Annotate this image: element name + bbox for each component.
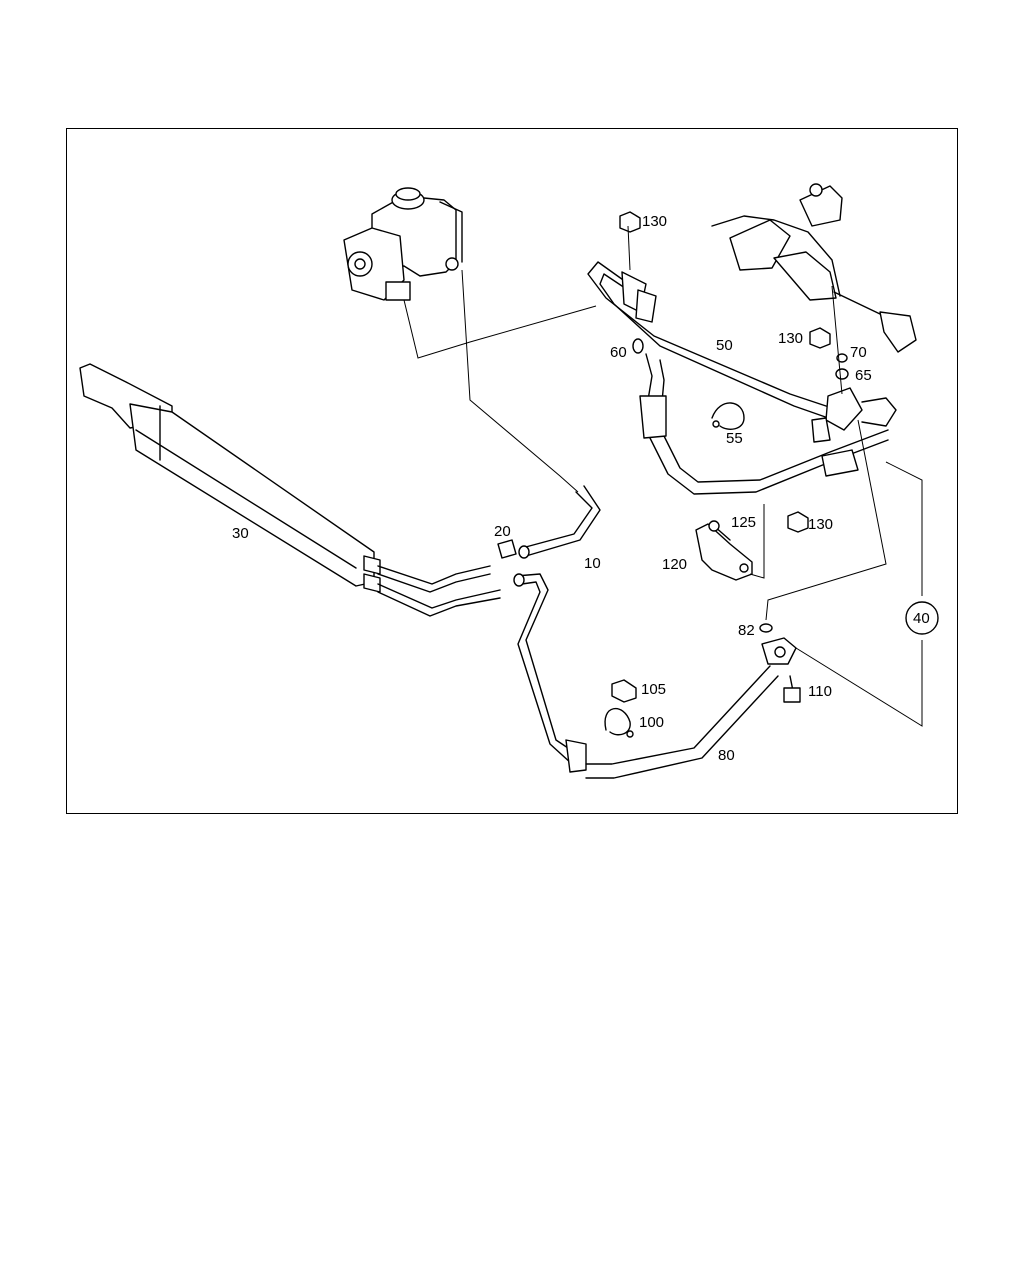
callout-10: 10 xyxy=(584,555,601,572)
callout-130-mid: 130 xyxy=(778,330,803,347)
power-steering-pump xyxy=(343,187,463,301)
callout-82: 82 xyxy=(738,622,755,639)
callout-80: 80 xyxy=(718,747,735,764)
seal-ring-70 xyxy=(836,353,848,363)
callout-130-low: 130 xyxy=(808,516,833,533)
diagram-frame xyxy=(66,128,958,814)
callout-40: 40 xyxy=(913,610,930,627)
callout-60: 60 xyxy=(610,344,627,361)
callout-125: 125 xyxy=(731,514,756,531)
bracket-120 xyxy=(695,523,753,581)
bolt-110 xyxy=(783,675,801,703)
seal-ring-82 xyxy=(759,623,773,633)
oil-cooler xyxy=(79,363,381,593)
bolt-125 xyxy=(708,520,731,541)
callout-30: 30 xyxy=(232,525,249,542)
clamp-100 xyxy=(604,707,634,738)
nut-130-mid xyxy=(809,327,831,349)
callout-50: 50 xyxy=(716,337,733,354)
callout-55: 55 xyxy=(726,430,743,447)
callout-120: 120 xyxy=(662,556,687,573)
cooler-pipes xyxy=(377,565,501,617)
seal-ring-60 xyxy=(632,338,644,354)
callout-65: 65 xyxy=(855,367,872,384)
return-hose xyxy=(497,485,601,559)
callout-130-top: 130 xyxy=(642,213,667,230)
callout-105: 105 xyxy=(641,681,666,698)
clamp-55 xyxy=(711,402,745,430)
callout-70: 70 xyxy=(850,344,867,361)
steering-gear xyxy=(711,183,917,353)
washer-65 xyxy=(835,368,849,380)
leader-lines xyxy=(403,225,923,727)
callout-110: 110 xyxy=(808,683,832,700)
nut-105 xyxy=(611,679,637,703)
nut-130-top xyxy=(619,211,641,233)
callout-20: 20 xyxy=(494,523,511,540)
lower-hose xyxy=(513,573,797,779)
nut-130-low xyxy=(787,511,809,533)
callout-100: 100 xyxy=(639,714,664,731)
callout-circle-40 xyxy=(905,601,939,635)
pressure-line xyxy=(587,261,897,495)
